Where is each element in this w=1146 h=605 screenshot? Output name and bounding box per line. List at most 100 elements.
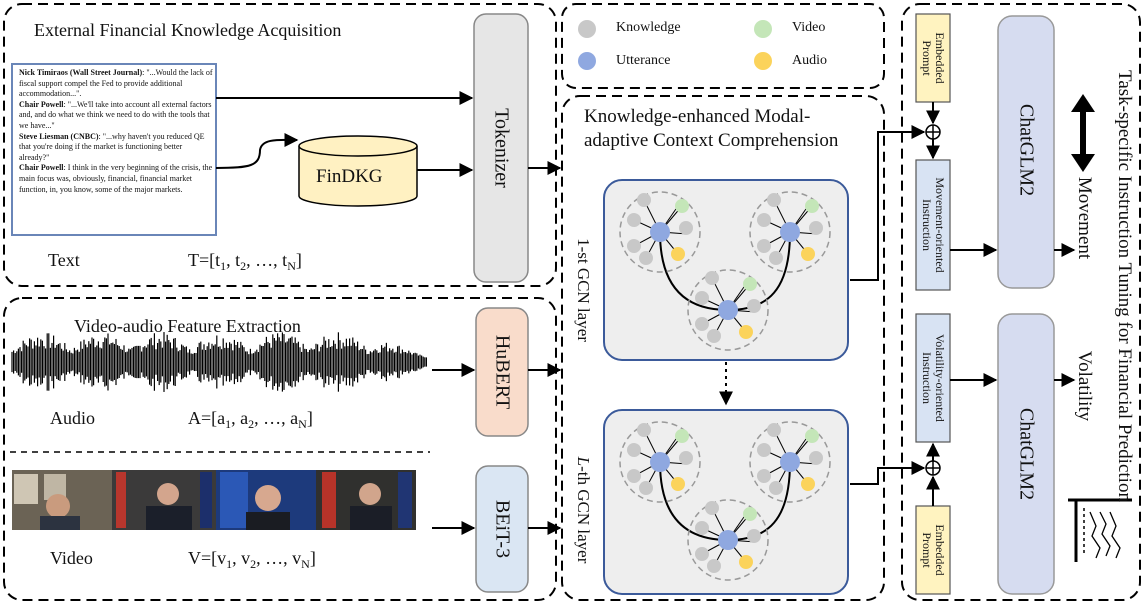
knowledge-node bbox=[747, 299, 761, 313]
knowledge-node bbox=[627, 469, 641, 483]
transcript-box bbox=[11, 63, 217, 236]
knowledge-node bbox=[679, 451, 693, 465]
arrow-text-to-findkg bbox=[215, 132, 299, 169]
node-cluster-bottom bbox=[687, 499, 769, 581]
knowledge-node bbox=[757, 239, 771, 253]
knowledge-node bbox=[769, 251, 783, 265]
video-node bbox=[675, 199, 689, 213]
video-sequence: V=[v1, v2, …, vN] bbox=[188, 548, 316, 571]
knowledge-node bbox=[757, 443, 771, 457]
legend-video-dot bbox=[754, 20, 772, 38]
node-cluster-right bbox=[749, 421, 831, 503]
add-operator-top bbox=[925, 124, 941, 140]
movement-output-label: Movement bbox=[1074, 176, 1095, 260]
external-knowledge-title: External Financial Knowledge Acquisition bbox=[34, 20, 342, 40]
volatility-output-label: Volatility bbox=[1074, 350, 1095, 422]
text-label: Text bbox=[48, 250, 80, 270]
utterance-node bbox=[650, 222, 670, 242]
hubert-label: HuBERT bbox=[491, 334, 514, 410]
video-node bbox=[805, 429, 819, 443]
knowledge-node bbox=[639, 251, 653, 265]
arrow-gcn-to-plus-top bbox=[850, 125, 926, 281]
node-cluster-left bbox=[619, 191, 701, 273]
node-cluster-left bbox=[619, 421, 701, 503]
knowledge-node bbox=[627, 239, 641, 253]
gcn-layer-L-graph bbox=[619, 421, 831, 581]
legend-audio-dot bbox=[754, 52, 772, 70]
video-audio-panel bbox=[3, 297, 557, 601]
knowledge-node bbox=[695, 291, 709, 305]
knowledge-node bbox=[747, 529, 761, 543]
knowledge-node bbox=[705, 501, 719, 515]
utterance-node bbox=[650, 452, 670, 472]
movement-instruction-box bbox=[915, 159, 951, 291]
utterance-node bbox=[780, 452, 800, 472]
legend-knowledge-label: Knowledge bbox=[616, 20, 681, 35]
findkg-database bbox=[298, 135, 418, 207]
add-operator-bottom bbox=[925, 460, 941, 476]
knowledge-node bbox=[769, 481, 783, 495]
transcript-line-3: Steve Liesman (CNBC): "...why haven't yo… bbox=[19, 131, 205, 162]
chatglm-bottom-box bbox=[997, 313, 1055, 595]
comprehension-title-line1: Knowledge-enhanced Modal- bbox=[584, 106, 811, 127]
movement-instruction-label: Movement-oriented Instruction bbox=[920, 177, 947, 273]
knowledge-node bbox=[767, 423, 781, 437]
knowledge-node bbox=[809, 221, 823, 235]
legend-panel bbox=[561, 3, 885, 89]
video-audio-title: Video-audio Feature Extraction bbox=[74, 316, 301, 336]
tokenizer-box bbox=[473, 13, 529, 283]
knowledge-node bbox=[757, 469, 771, 483]
external-knowledge-panel bbox=[3, 3, 557, 287]
node-cluster-bottom bbox=[687, 269, 769, 351]
legend-utterance-label: Utterance bbox=[616, 53, 671, 68]
legend-utterance-dot bbox=[578, 52, 596, 70]
volatility-chart-icon bbox=[1068, 498, 1132, 562]
utterance-node bbox=[780, 222, 800, 242]
instruction-tuning-title: Task-specific Instruction Tuning for Fin… bbox=[1114, 70, 1135, 502]
utterance-node bbox=[718, 530, 738, 550]
transcript-text: Nick Timiraos (Wall Street Journal): "..… bbox=[19, 68, 213, 195]
tokenizer-label: Tokenizer bbox=[490, 108, 513, 188]
legend-knowledge-dot bbox=[578, 20, 596, 38]
transcript-line-4: Chair Powell: I think in the very beginn… bbox=[19, 163, 213, 194]
knowledge-node bbox=[707, 559, 721, 573]
knowledge-node bbox=[705, 271, 719, 285]
beit-label: BEiT-3 bbox=[491, 499, 514, 559]
embedded-prompt-bottom-label: Embedded Prompt bbox=[920, 524, 947, 576]
up-down-arrow-icon bbox=[1071, 94, 1095, 172]
comprehension-title-line2: adaptive Context Comprehension bbox=[584, 130, 839, 151]
video-frames bbox=[12, 470, 416, 530]
comprehension-panel bbox=[561, 95, 885, 601]
knowledge-node bbox=[707, 329, 721, 343]
chatglm-top-box bbox=[997, 15, 1055, 289]
video-node bbox=[743, 507, 757, 521]
gcn-layer-1-label: 1-st GCN layer bbox=[574, 238, 593, 342]
volatility-instruction-label: Volatility-oriented Instruction bbox=[920, 334, 947, 422]
knowledge-node bbox=[767, 193, 781, 207]
chatglm-top-label: ChatGLM2 bbox=[1015, 103, 1038, 197]
node-cluster-right bbox=[749, 191, 831, 273]
embedded-prompt-top-label: Embedded Prompt bbox=[920, 32, 947, 84]
knowledge-node bbox=[639, 481, 653, 495]
legend-video-label: Video bbox=[792, 20, 826, 35]
video-node bbox=[675, 429, 689, 443]
knowledge-node bbox=[695, 547, 709, 561]
video-label: Video bbox=[50, 548, 93, 568]
instruction-tuning-panel bbox=[901, 3, 1141, 601]
chatglm-bottom-label: ChatGLM2 bbox=[1015, 407, 1038, 501]
audio-node bbox=[671, 247, 685, 261]
knowledge-node bbox=[627, 443, 641, 457]
transcript-line-2: Chair Powell: "...We'll take into accoun… bbox=[19, 99, 212, 130]
embedded-prompt-bottom-box bbox=[915, 505, 951, 595]
knowledge-node bbox=[695, 317, 709, 331]
audio-node bbox=[739, 325, 753, 339]
knowledge-node bbox=[757, 213, 771, 227]
audio-waveform bbox=[11, 332, 427, 392]
gcn-layer-L-label: L-th GCN layer bbox=[574, 456, 593, 564]
utterance-node bbox=[718, 300, 738, 320]
audio-node bbox=[801, 477, 815, 491]
arrow-gcn-to-plus-bottom bbox=[850, 461, 926, 485]
findkg-label: FinDKG bbox=[316, 166, 383, 187]
transcript-line-1: Nick Timiraos (Wall Street Journal): "..… bbox=[19, 68, 213, 99]
